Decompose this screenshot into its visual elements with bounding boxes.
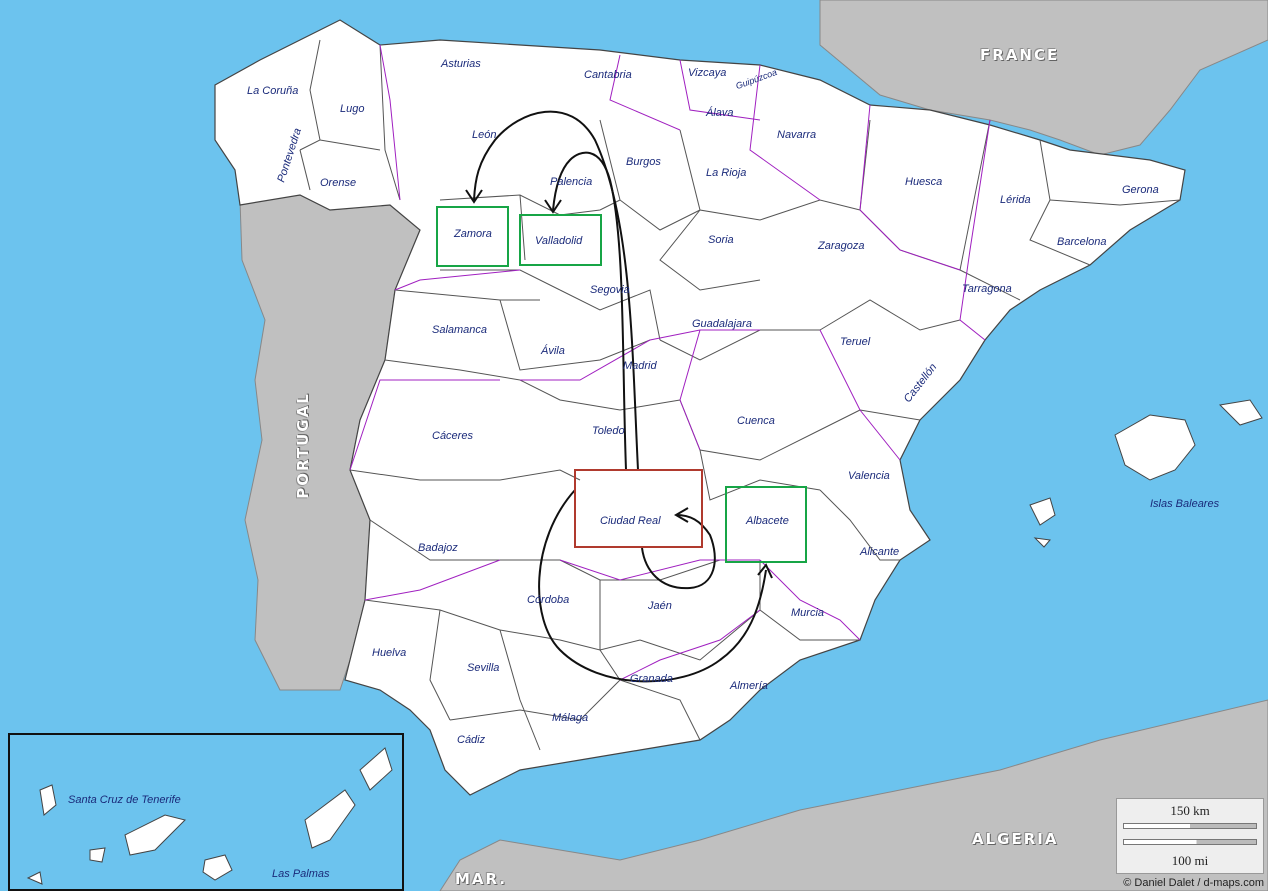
formentera-island — [1033, 537, 1051, 548]
label-cordoba: Córdoba — [527, 594, 570, 606]
label-orense: Orense — [320, 177, 357, 189]
label-jaen: Jaén — [648, 600, 672, 612]
label-lerida: Lérida — [1000, 194, 1031, 206]
label-ciudad-real: Ciudad Real — [600, 515, 661, 527]
zamora-highlight-box — [436, 206, 509, 267]
canary-island-4 — [202, 854, 233, 881]
scale-bar: 150 km 100 mi — [1116, 798, 1264, 874]
label-granada: Granada — [630, 673, 673, 685]
ciudad-real-highlight-box — [574, 469, 703, 548]
label-cantabria: Cantabria — [584, 69, 632, 81]
france-land — [819, 0, 1268, 156]
africa-land — [439, 699, 1268, 891]
label-alava: Álava — [706, 107, 734, 119]
label-madrid: Madrid — [623, 360, 657, 372]
label-zaragoza: Zaragoza — [818, 240, 865, 252]
route-arrows — [473, 110, 767, 683]
label-cadiz: Cádiz — [457, 734, 486, 746]
label-almeria: Almería — [730, 680, 768, 692]
portugal-label: PORTUGAL — [293, 392, 312, 499]
label-leon: León — [472, 129, 497, 141]
scale-km-bar — [1123, 823, 1257, 829]
canary-island-3 — [89, 847, 106, 863]
label-avila: Ávila — [541, 345, 565, 357]
label-vizcaya: Vizcaya — [688, 67, 727, 79]
label-guadalajara: Guadalajara — [692, 318, 752, 330]
label-malaga: Málaga — [552, 712, 589, 724]
label-islas-baleares: Islas Baleares — [1150, 498, 1220, 510]
canary-island-5 — [304, 789, 356, 849]
france-label: FRANCE — [980, 46, 1060, 64]
label-valencia: Valencia — [848, 470, 890, 482]
canary-island-7 — [26, 871, 43, 885]
label-lugo: Lugo — [340, 103, 365, 115]
arrow-heads — [465, 189, 773, 579]
map-credit: © Daniel Dalet / d-maps.com — [1123, 877, 1264, 889]
label-burgos: Burgos — [626, 156, 661, 168]
label-palencia: Palencia — [550, 176, 593, 188]
label-toledo: Toledo — [592, 425, 625, 437]
canary-islands-inset — [8, 733, 404, 891]
label-tarragona: Tarragona — [962, 283, 1012, 295]
canary-island-6 — [359, 747, 393, 791]
label-la-coruna: La Coruña — [247, 85, 299, 97]
canary-island-1 — [39, 784, 57, 816]
label-badajoz: Badajoz — [418, 542, 458, 554]
algeria-label: ALGERIA — [972, 830, 1059, 848]
label-las-palmas: Las Palmas — [272, 868, 330, 880]
label-gerona: Gerona — [1122, 184, 1159, 196]
label-valladolid: Valladolid — [535, 235, 583, 247]
label-barcelona: Barcelona — [1057, 236, 1107, 248]
label-murcia: Murcia — [791, 607, 825, 619]
label-sevilla: Sevilla — [467, 662, 500, 674]
label-huelva: Huelva — [372, 647, 407, 659]
label-huesca: Huesca — [905, 176, 943, 188]
label-teruel: Teruel — [840, 336, 871, 348]
scale-mi-bar — [1123, 839, 1257, 845]
ibiza-island — [1029, 497, 1056, 526]
menorca-island — [1218, 399, 1263, 426]
label-alicante: Alicante — [860, 546, 900, 558]
region-borders — [349, 44, 991, 681]
scale-km-label: 150 km — [1170, 803, 1210, 818]
mallorca-island — [1114, 414, 1196, 481]
canary-island-2 — [124, 814, 186, 856]
label-caceres: Cáceres — [432, 430, 473, 442]
label-albacete: Albacete — [746, 515, 789, 527]
morocco-label: MAR. — [455, 870, 508, 888]
label-segovia: Segovia — [590, 284, 630, 296]
albacete-highlight-box — [725, 486, 807, 563]
label-santa-cruz: Santa Cruz de Tenerife — [68, 794, 181, 806]
label-zamora: Zamora — [454, 228, 492, 240]
label-la-rioja: La Rioja — [706, 167, 747, 179]
label-cuenca: Cuenca — [737, 415, 775, 427]
scale-mi-label: 100 mi — [1171, 853, 1209, 868]
label-salamanca: Salamanca — [432, 324, 488, 336]
label-navarra: Navarra — [777, 129, 817, 141]
valladolid-highlight-box — [519, 214, 602, 266]
label-asturias: Asturias — [441, 58, 481, 70]
label-soria: Soria — [708, 234, 734, 246]
